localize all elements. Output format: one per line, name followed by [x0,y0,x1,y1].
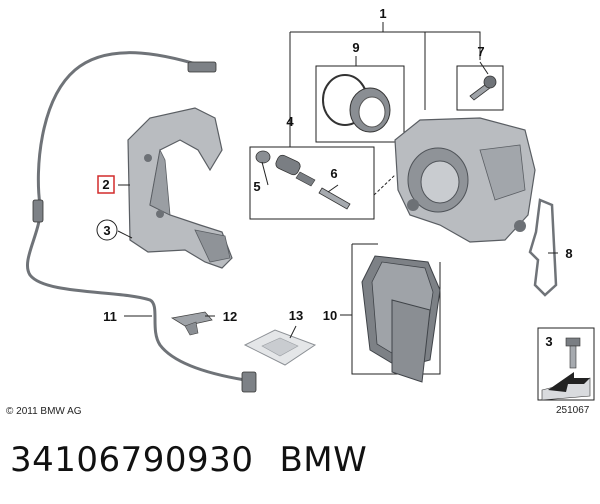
diagram-id: 251067 [556,405,590,416]
callout-2: 2 [102,177,109,192]
guide-pin-box [249,146,375,220]
callout-7: 7 [477,44,484,59]
copyright: © 2011 BMW AG [6,406,82,417]
callout-1: 1 [379,6,386,21]
legend-callout-3: 3 [545,334,552,349]
callout-6: 6 [330,166,337,181]
seal-rings [322,74,391,133]
part-number: 34106790930 [10,440,254,480]
clip-part [170,311,213,336]
callout-3: 3 [103,223,110,238]
callout-11: 11 [103,309,117,324]
brake-caliper [394,117,536,243]
wear-sensor-cable [25,51,257,393]
sensor-plug-bottom [241,371,257,393]
callout-9: 9 [352,40,359,55]
guide-pins [255,150,351,210]
bleeder-box [456,65,504,111]
spring-clip [528,198,558,297]
callout-4: 4 [286,114,294,129]
sensor-plug-top [187,61,217,73]
footer-caption: 34106790930 BMW [10,440,393,480]
highlight-box [97,175,115,194]
bolt-icon [565,337,581,369]
callout-3-circle [96,219,118,241]
seal-kit-box [315,65,405,143]
callout-13: 13 [289,308,303,323]
legend-box [537,327,595,401]
callout-12: 12 [223,309,237,324]
bleeder-valve [469,75,497,101]
caliper-carrier [127,107,233,269]
brake-pads [361,255,441,383]
parts-diagram: 1 2 3 4 5 6 7 8 9 10 11 12 13 3 © 2011 B… [6,6,595,417]
brand-name: BMW [279,440,368,480]
repair-kit-bag [243,329,317,366]
arrow-plate-icon [541,372,591,401]
callout-10: 10 [323,308,337,323]
sensor-clip [32,199,44,223]
callout-5: 5 [253,179,260,194]
callout-8: 8 [565,246,572,261]
